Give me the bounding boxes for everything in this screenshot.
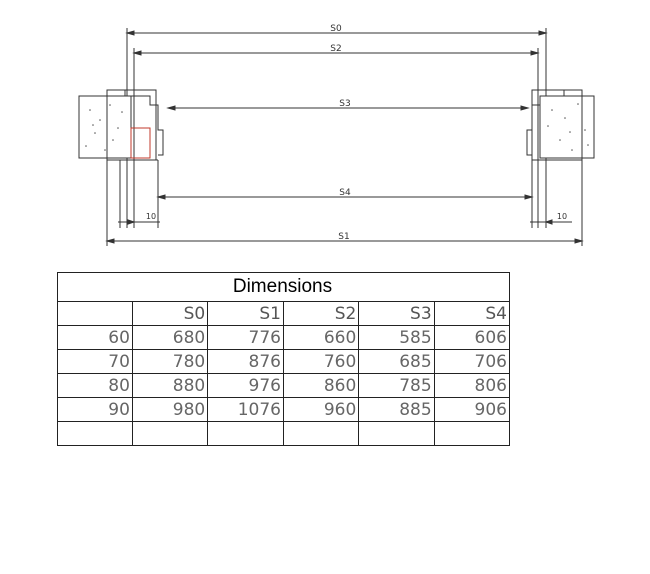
- table-cell: [131, 421, 209, 446]
- table-header-cell: [57, 301, 133, 326]
- gap-dimension-left: [118, 160, 160, 228]
- table-cell: 776: [207, 325, 284, 350]
- dimension-s4: [156, 160, 534, 228]
- table-header-cell: S3: [358, 301, 435, 326]
- table-cell: [57, 421, 133, 446]
- dimension-s0-label: S0: [330, 24, 342, 34]
- dimension-s3: [166, 105, 530, 111]
- right-frame-profile: [526, 89, 583, 161]
- table-cell: 876: [207, 349, 284, 374]
- table-cell: 960: [282, 397, 360, 422]
- table-row: 80 880 976 860 785 806: [57, 373, 511, 398]
- dimension-s0: [125, 28, 548, 228]
- table-cell: 706: [433, 349, 511, 374]
- table-header-cell: S2: [282, 301, 360, 326]
- table-row: 90 980 1076 960 885 906: [57, 397, 511, 422]
- left-wall-section: [78, 95, 151, 159]
- table-title: Dimensions: [57, 272, 510, 302]
- dimension-s3-label: S3: [339, 99, 350, 109]
- table-cell: 880: [131, 373, 209, 398]
- table-cell: [358, 421, 435, 446]
- table-cell: 760: [282, 349, 360, 374]
- gap-right-label: 10: [557, 212, 567, 221]
- dimension-s1-label: S1: [338, 232, 349, 242]
- table-cell: [207, 421, 284, 446]
- gap-dimension-right: [530, 160, 572, 228]
- table-cell: 685: [358, 349, 435, 374]
- table-header-cell: S1: [207, 301, 284, 326]
- dimensions-table: Dimensions S0 S1 S2 S3 S4 60 680 776 660…: [57, 272, 511, 446]
- table-cell: 980: [131, 397, 209, 422]
- table-row: 60 680 776 660 585 606: [57, 325, 511, 350]
- table-cell: 680: [131, 325, 209, 350]
- table-row: 70 780 876 760 685 706: [57, 349, 511, 374]
- table-cell: 70: [57, 349, 133, 374]
- table-header-row: S0 S1 S2 S3 S4: [57, 301, 511, 326]
- table-cell: 976: [207, 373, 284, 398]
- table-cell: 860: [282, 373, 360, 398]
- left-frame-profile: [106, 89, 164, 161]
- door-frame-drawing: S0 S2 S3 S4 10 10: [78, 24, 595, 246]
- table-cell: [282, 421, 360, 446]
- table-cell: 80: [57, 373, 133, 398]
- table-cell: 90: [57, 397, 133, 422]
- dimension-s2: [132, 48, 540, 228]
- table-cell: 906: [433, 397, 511, 422]
- table-cell: 885: [358, 397, 435, 422]
- dimension-s1: [105, 160, 584, 246]
- table-cell: 806: [433, 373, 511, 398]
- table-header-cell: S0: [131, 301, 209, 326]
- right-wall-section: [539, 95, 595, 159]
- table-row: [57, 421, 511, 446]
- table-cell: 660: [282, 325, 360, 350]
- table-cell: 60: [57, 325, 133, 350]
- table-header-cell: S4: [433, 301, 511, 326]
- dimension-s2-label: S2: [330, 44, 341, 54]
- dimension-s4-label: S4: [339, 188, 351, 198]
- table-cell: 1076: [207, 397, 284, 422]
- table-cell: 785: [358, 373, 435, 398]
- table-cell: 585: [358, 325, 435, 350]
- table-cell: [433, 421, 511, 446]
- gap-left-label: 10: [146, 212, 156, 221]
- table-cell: 606: [433, 325, 511, 350]
- table-cell: 780: [131, 349, 209, 374]
